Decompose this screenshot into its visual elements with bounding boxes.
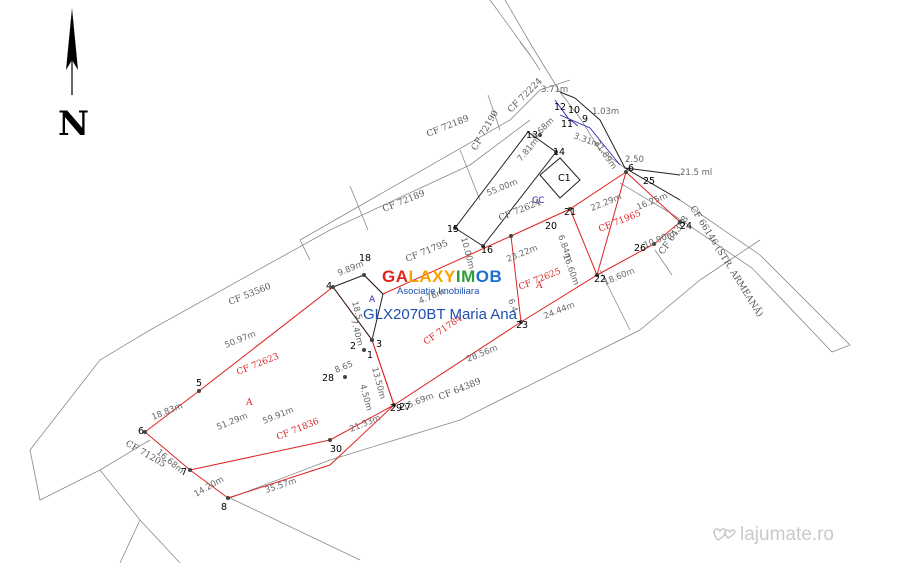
parcel-label: CF 53560 [227,282,272,308]
building-outlines [332,91,681,342]
dimension-label: 24.44m [542,300,576,321]
point-label: 30 [330,444,342,455]
parcel-lines [29,0,851,563]
point-label: 28 [322,373,334,384]
point-label: 23 [516,320,528,331]
point-label: 20 [545,221,557,232]
lot-boundaries [144,170,681,499]
site-logo-text: lajumate.ro [740,524,834,545]
dimension-label: 9.68m [530,116,556,142]
point-label: 9 [582,114,588,125]
dimension-label: 23.22m [505,243,539,264]
watermark-subtitle: Asociatie Imobiliara [397,286,480,297]
point-label: 3 [376,339,382,350]
dimension-label: 16.60m [560,253,581,287]
brand-part: OB [475,267,503,286]
dimension-label: 18.83m [150,401,184,422]
lot-label: CF 72623 [235,352,280,378]
brand-part: LAXY [408,267,456,286]
dimension-label: 22.29m [589,192,623,213]
parcel-label: CF 64389 [437,377,482,403]
dimension-label: 1.03m [592,107,619,117]
point-label: 24 [680,221,692,232]
hearts-logo-icon [713,528,736,541]
dimension-label: 35.57m [264,476,298,496]
dimension-label: 2.50 [625,155,644,165]
parcel-label: CF 72189 [381,189,426,215]
watermark-brand: GALAXYIMOB [382,267,502,287]
building-label: C1 [558,173,571,184]
point-label: 25 [643,176,655,187]
dimension-label: 18.5 [349,300,364,321]
lot-sub-label: A [245,398,253,408]
dimension-label: 3.71m [541,85,568,95]
north-label: N [58,104,90,144]
dimension-label: 15.69m [401,391,435,412]
point-label: 8 [221,502,227,513]
parcel-label: CF 66146 (STR. ARMEANĂ) [687,203,766,319]
dimension-label: 51.29m [215,411,249,432]
dimension-label: 8.65 [333,359,354,375]
brand-part: IM [455,267,476,286]
point-label: 14 [553,147,565,158]
point-label: 1 [367,350,373,361]
point-label: 4 [326,281,332,292]
dimension-label: 21.5 ml [680,168,712,178]
dimension-label: 6.4 [505,298,519,314]
point-label: 13 [526,130,538,141]
blue-lines [554,99,621,166]
parcel-label: CF 72224 [506,76,545,115]
dimension-label: 59.91m [261,405,295,426]
building-label: A [369,295,376,305]
dimension-label: 4.50m [357,383,374,412]
point-label: 15 [447,224,459,235]
point-label: 12 [554,102,566,113]
brand-part: GA [382,267,409,286]
point-label: 22 [594,274,606,285]
point-label: 29 [390,403,402,414]
point-label: 18 [359,253,371,264]
point-label: 7 [181,467,187,478]
dimension-label: 13.50m [369,366,387,400]
lot-label: CF 71965 [597,209,642,235]
lot-sub-label: A [535,281,543,291]
dimension-label: 50.97m [223,329,257,350]
building-label: CC [532,196,545,206]
point-label: 11 [561,119,573,130]
parcel-label: CF 72190 [470,109,501,153]
point-label: 21 [564,207,576,218]
point-label: 5 [196,378,202,389]
lot-label: CF 71836 [275,417,320,443]
dimension-label: 14.20m [193,475,226,500]
parcel-label: CF 72189 [425,114,470,140]
point-label: 26 [634,243,646,254]
point-label: 6 [628,163,634,174]
site-logo: lajumate.ro [712,524,834,546]
dimension-label: 28.56m [465,343,499,364]
point-label: 16 [481,245,493,256]
north-arrow-icon [66,8,78,95]
dimension-label: 21.89m [592,139,619,171]
point-label: 2 [350,341,356,352]
point-label: 6 [138,426,144,437]
dimension-label: 55.00m [485,177,519,198]
point-label: 27 [399,402,411,413]
survey-points [143,133,682,500]
point-label: 10 [568,105,580,116]
parcel-label: CF 71795 [404,239,449,265]
watermark-reference: GLX2070BT Maria Ana [363,306,517,323]
